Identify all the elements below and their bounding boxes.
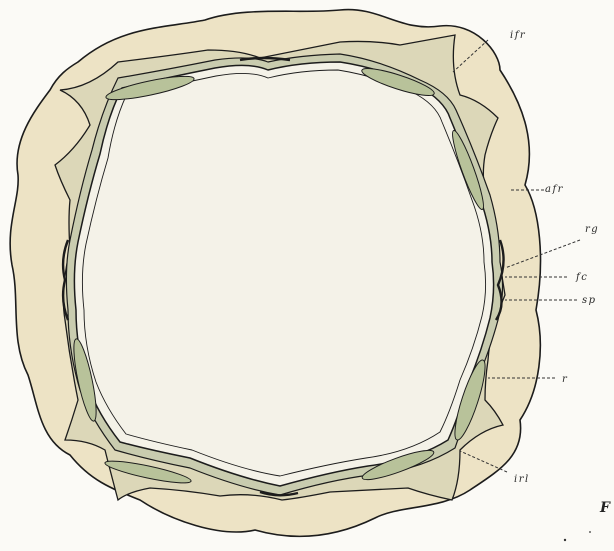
label-rg: rg bbox=[585, 224, 599, 235]
label-afr: afr bbox=[545, 184, 564, 195]
label-r: r bbox=[562, 374, 568, 385]
label-ifr: ifr bbox=[510, 30, 526, 41]
figure-letter: F bbox=[599, 500, 611, 516]
label-irl: irl bbox=[514, 474, 530, 485]
speck-1 bbox=[564, 539, 566, 541]
speck-2 bbox=[589, 531, 591, 533]
label-sp: sp bbox=[582, 295, 597, 306]
inner-lumen bbox=[74, 62, 493, 486]
label-fc: fc bbox=[575, 272, 588, 283]
